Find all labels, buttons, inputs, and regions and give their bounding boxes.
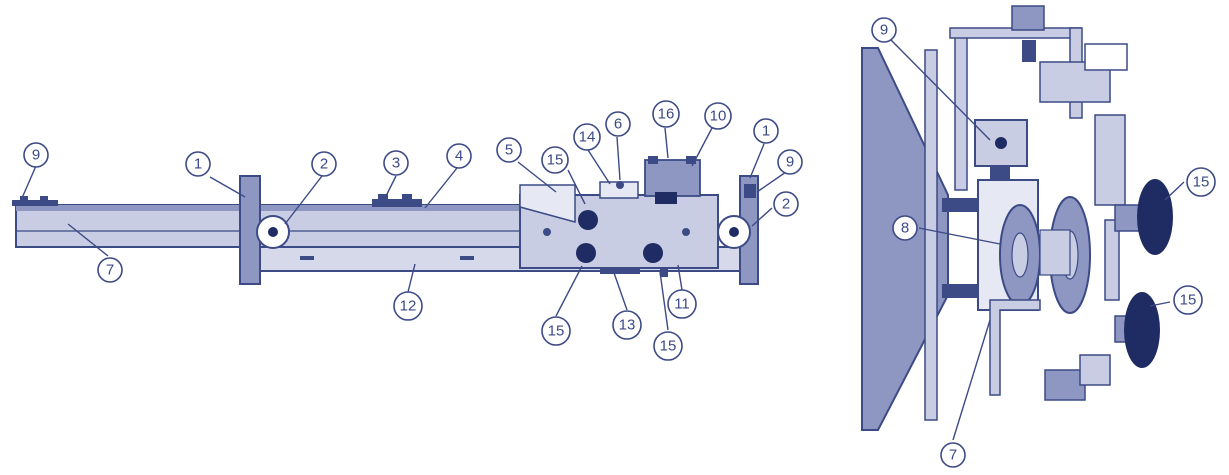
- callout-14: 14: [573, 123, 601, 151]
- callout-9-end-view: 9: [871, 17, 897, 43]
- callout-label: 5: [505, 142, 513, 159]
- callout-1-left-plate: 1: [185, 151, 211, 177]
- callout-15-top: 15: [541, 146, 569, 174]
- callout-13: 13: [612, 310, 642, 340]
- callout-8: 8: [892, 215, 918, 241]
- side-view-assembly: [12, 156, 759, 285]
- callout-label: 16: [658, 106, 675, 123]
- callout-7-rail: 7: [97, 257, 123, 283]
- callout-label: 1: [194, 156, 202, 173]
- leader-lines: [21, 39, 1185, 441]
- callout-12: 12: [393, 291, 423, 321]
- callout-label: 1: [762, 123, 770, 140]
- knob-lower: [1124, 292, 1160, 368]
- knob-top: [578, 210, 598, 230]
- callout-label: 3: [392, 155, 400, 172]
- callout-label: 10: [710, 108, 727, 125]
- callout-label: 2: [782, 196, 790, 213]
- callout-label: 11: [674, 296, 690, 313]
- callout-label: 14: [579, 129, 596, 146]
- knob-bottom-left: [576, 243, 596, 263]
- callout-label: 7: [106, 262, 114, 279]
- callout-label: 13: [619, 317, 636, 334]
- callout-2-left-pulley: 2: [311, 151, 337, 177]
- callouts: 9 1 2 3 4 5 15 14: [23, 17, 1216, 468]
- knob-upper: [1137, 179, 1173, 255]
- callout-label: 9: [786, 154, 794, 171]
- callout-label: 15: [548, 323, 565, 340]
- callout-label: 15: [547, 152, 564, 169]
- callout-15-bottom-right: 15: [653, 331, 683, 361]
- callout-label: 9: [880, 22, 888, 39]
- callout-label: 2: [320, 156, 328, 173]
- callout-label: 15: [660, 338, 677, 355]
- callout-9-left-end: 9: [23, 142, 49, 168]
- callout-15-bottom-left: 15: [541, 316, 571, 346]
- callout-label: 6: [614, 116, 622, 133]
- callout-7-end-view: 7: [940, 442, 966, 468]
- callout-label: 12: [400, 298, 417, 315]
- callout-1-right-plate: 1: [753, 118, 779, 144]
- callout-label: 9: [32, 147, 40, 164]
- callout-4: 4: [446, 143, 472, 169]
- callout-3: 3: [383, 150, 409, 176]
- callout-label: 15: [1180, 292, 1197, 309]
- callout-label: 7: [949, 447, 957, 464]
- callout-label: 8: [901, 220, 909, 237]
- callout-16: 16: [652, 100, 680, 128]
- callout-10: 10: [704, 102, 732, 130]
- callout-11: 11: [667, 289, 697, 319]
- callout-5: 5: [496, 137, 522, 163]
- callout-9-right-end: 9: [777, 149, 803, 175]
- knob-bottom-right: [643, 243, 663, 263]
- carriage-clamp: [644, 159, 701, 197]
- callout-6: 6: [605, 111, 631, 137]
- callout-label: 4: [455, 148, 463, 165]
- callout-2-right-pulley: 2: [773, 191, 799, 217]
- callout-label: 15: [1193, 174, 1210, 191]
- callout-15-end-view-lower: 15: [1173, 285, 1203, 315]
- callout-15-end-view-upper: 15: [1186, 167, 1216, 197]
